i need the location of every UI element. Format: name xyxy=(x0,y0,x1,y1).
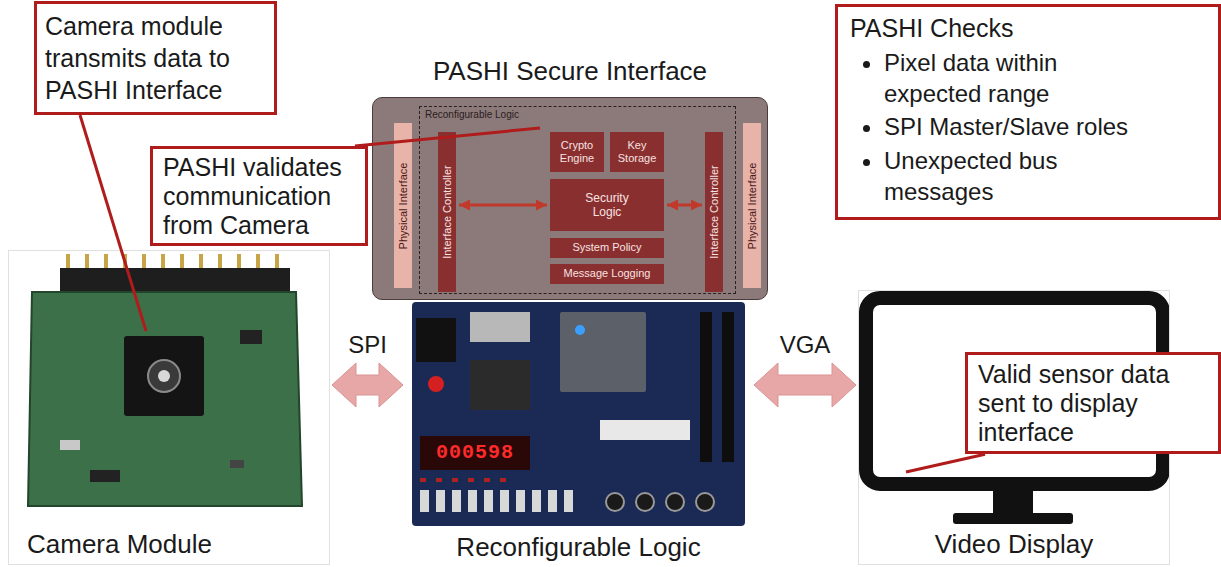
figure-label: Video Display xyxy=(859,529,1169,560)
monitor-neck xyxy=(993,491,1033,515)
led xyxy=(436,478,442,482)
box-label: System Policy xyxy=(572,241,641,254)
slide-switch xyxy=(452,490,461,512)
physical-interface-bar: Physical Interface xyxy=(743,123,761,288)
slide-switch xyxy=(436,490,445,512)
power-jack xyxy=(416,318,456,362)
region-label: Reconfigurable Logic xyxy=(425,109,519,120)
smd-part xyxy=(230,460,244,468)
lens-glint xyxy=(158,370,170,382)
led xyxy=(452,478,458,482)
gpio-header xyxy=(722,312,734,462)
smd-part xyxy=(240,330,262,344)
callout-text: Camera module transmits data to PASHI In… xyxy=(45,10,266,106)
fpga-board: Reconfigurable Logic xyxy=(405,300,752,567)
push-button xyxy=(606,493,624,511)
key-storage-box: Key Storage xyxy=(610,132,664,172)
push-button xyxy=(636,493,654,511)
push-button xyxy=(666,493,684,511)
status-led xyxy=(575,325,585,335)
message-logging-box: Message Logging xyxy=(550,264,664,284)
bar-label: Interface Controller xyxy=(708,165,720,259)
block-arrow xyxy=(332,363,403,407)
block-arrow xyxy=(754,363,856,407)
leader-line xyxy=(355,128,540,146)
power-button xyxy=(428,376,444,392)
box-label: Security Logic xyxy=(576,191,638,220)
led xyxy=(468,478,474,482)
board-sticker xyxy=(600,420,690,440)
box-label: Message Logging xyxy=(564,267,651,280)
figure-label: Camera Module xyxy=(27,529,212,560)
seven-segment-readout: 000598 xyxy=(420,436,530,470)
physical-interface-bar: Physical Interface xyxy=(394,123,412,288)
slide-switch xyxy=(548,490,557,512)
interface-controller-bar: Interface Controller xyxy=(438,132,456,292)
bar-label: Interface Controller xyxy=(441,165,453,259)
slide-switch xyxy=(516,490,525,512)
slide-switch xyxy=(532,490,541,512)
bar-label: Physical Interface xyxy=(397,162,409,249)
smd-part xyxy=(90,470,120,482)
figure-label: Reconfigurable Logic xyxy=(405,532,752,563)
callout-text: PASHI Checks xyxy=(850,13,1206,43)
block-heading: PASHI Secure Interface xyxy=(313,56,827,87)
leader-line xyxy=(906,454,985,472)
interface-controller-bar: Interface Controller xyxy=(705,132,723,292)
monitor-base xyxy=(953,513,1073,524)
fpga-chip xyxy=(560,312,646,392)
camera-module-photo xyxy=(28,254,302,506)
slide-switch xyxy=(484,490,493,512)
system-policy-box: System Policy xyxy=(550,238,664,258)
camera-lens xyxy=(148,360,180,392)
push-button xyxy=(696,493,714,511)
slide-switch xyxy=(500,490,509,512)
secure-interface-box: Interface Controller Crypto EngineKey Sto… xyxy=(372,97,768,300)
signal-label: SPI xyxy=(348,331,387,359)
camera-module-frame: Camera Module xyxy=(8,250,330,565)
seven-segment-display xyxy=(420,436,530,470)
crypto-engine-box: Crypto Engine xyxy=(550,132,604,172)
usb-port xyxy=(470,312,530,342)
signal-label: VGA xyxy=(780,331,831,359)
board-pcb xyxy=(412,302,745,526)
smd-part xyxy=(60,440,80,450)
double-arrow xyxy=(459,204,547,207)
box-label: Crypto Engine xyxy=(550,139,604,165)
slide-switch xyxy=(420,490,429,512)
double-arrow xyxy=(667,204,702,207)
slide-switch xyxy=(564,490,573,512)
slide-switch xyxy=(468,490,477,512)
box-label: Key Storage xyxy=(610,139,664,165)
callout-box: PASHI validates communication from Camer… xyxy=(150,146,368,246)
checks-callout: PASHI ChecksPixel data within expected r… xyxy=(835,4,1221,220)
security-logic-box: Security Logic xyxy=(550,179,664,231)
gpio-header xyxy=(700,312,712,462)
callout-box: Camera module transmits data to PASHI In… xyxy=(34,1,277,115)
callout-text: SPI Master/Slave roles xyxy=(884,111,1146,142)
callout-text: PASHI validates communication from Camer… xyxy=(163,153,355,239)
callout-text: Unexpected bus messages xyxy=(884,145,1146,207)
bar-label: Physical Interface xyxy=(746,162,758,249)
pin-header xyxy=(60,268,290,294)
fpga-board-photo xyxy=(412,302,745,526)
callout-text: Pixel data within expected range xyxy=(884,47,1146,109)
callout-box: Valid sensor data sent to display interf… xyxy=(965,352,1221,454)
led xyxy=(420,478,426,482)
leader-line xyxy=(80,115,146,331)
camera-pcb xyxy=(28,292,302,506)
led xyxy=(484,478,490,482)
camera-chip xyxy=(124,336,204,416)
led xyxy=(500,478,506,482)
memory-chip xyxy=(470,360,530,410)
callout-text: Valid sensor data sent to display interf… xyxy=(978,360,1188,446)
